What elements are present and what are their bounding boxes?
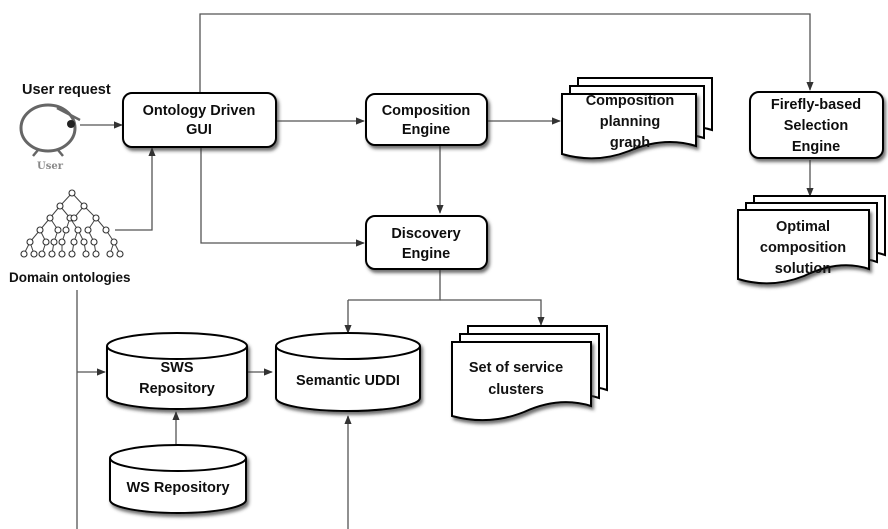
optimal-solution-line-3: solution bbox=[775, 261, 831, 277]
user-icon bbox=[19, 103, 81, 157]
connector-ontologies-to-gui bbox=[115, 147, 156, 231]
composition-graph-line-3: graph bbox=[610, 135, 650, 151]
optimal-solution-line-2: composition bbox=[760, 240, 846, 256]
domain-ontologies: Domain ontologies bbox=[9, 189, 131, 285]
firefly-engine-line-3: Engine bbox=[792, 139, 840, 155]
composition-graph-line-2: planning bbox=[600, 114, 660, 130]
db-sws-repository: SWS Repository bbox=[106, 332, 248, 410]
semantic-uddi-label: Semantic UDDI bbox=[296, 373, 400, 389]
sws-repository-line-1: SWS bbox=[160, 360, 193, 376]
optimal-solution-line-1: Optimal bbox=[776, 219, 830, 235]
composition-engine-line-2: Engine bbox=[402, 122, 450, 138]
user-request-label: User request bbox=[22, 82, 111, 98]
firefly-engine-line-1: Firefly-based bbox=[771, 97, 861, 113]
composition-graph-line-1: Composition bbox=[586, 93, 675, 109]
doc-optimal-solution: Optimal composition solution bbox=[737, 195, 886, 285]
connector-discovery-split bbox=[348, 270, 441, 301]
doc-service-clusters: Set of service clusters bbox=[451, 325, 608, 422]
connector-discovery-to-clusters bbox=[440, 299, 545, 326]
ontology-tree-icon bbox=[20, 189, 124, 258]
service-clusters-line-2: clusters bbox=[488, 382, 544, 398]
user-actor: User request User bbox=[19, 82, 111, 172]
ontology-gui-line-1: Ontology Driven bbox=[143, 103, 256, 119]
box-firefly-engine: Firefly-based Selection Engine bbox=[749, 91, 884, 159]
domain-ontologies-label: Domain ontologies bbox=[9, 270, 131, 285]
firefly-engine-line-2: Selection bbox=[784, 118, 848, 134]
discovery-engine-line-1: Discovery bbox=[391, 226, 460, 242]
service-clusters-line-1: Set of service bbox=[469, 360, 563, 376]
connector-gui-to-firefly bbox=[199, 13, 814, 92]
composition-engine-line-1: Composition bbox=[382, 103, 471, 119]
sws-repository-line-2: Repository bbox=[139, 381, 215, 397]
ontology-gui-line-2: GUI bbox=[186, 122, 212, 138]
db-semantic-uddi: Semantic UDDI bbox=[275, 332, 421, 412]
box-ontology-gui: Ontology Driven GUI bbox=[122, 92, 277, 148]
connectors bbox=[76, 13, 814, 529]
doc-composition-graph: Composition planning graph bbox=[561, 77, 713, 160]
box-composition-engine: Composition Engine bbox=[365, 93, 488, 146]
ws-repository-label: WS Repository bbox=[126, 480, 229, 496]
discovery-engine-line-2: Engine bbox=[402, 246, 450, 262]
box-discovery-engine: Discovery Engine bbox=[365, 215, 488, 270]
connector-gui-to-discovery bbox=[200, 148, 365, 247]
user-caption: User bbox=[37, 161, 64, 172]
db-ws-repository: WS Repository bbox=[109, 444, 247, 514]
